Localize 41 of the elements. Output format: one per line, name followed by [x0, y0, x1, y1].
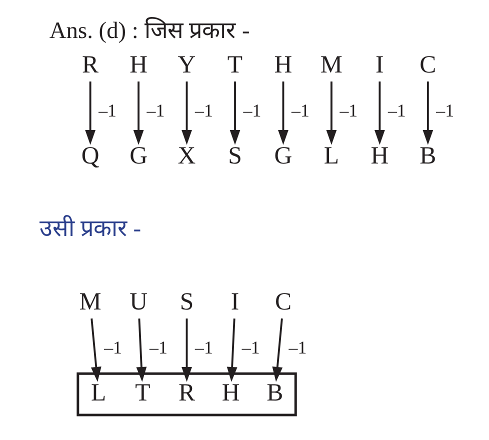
node-text: C	[274, 288, 292, 316]
edge-label: –1	[339, 100, 358, 121]
node-text: Q	[80, 142, 99, 170]
edge-label: –1	[146, 100, 164, 121]
node-text: H	[221, 379, 240, 406]
node-text: H	[129, 51, 148, 78]
node-text: H	[370, 142, 388, 170]
edge-label: –1	[242, 100, 261, 121]
node-text: S	[179, 288, 194, 316]
edge-label: –1	[194, 100, 212, 121]
edge-label: –1	[241, 338, 260, 358]
edge-label: –1	[436, 100, 454, 121]
node-text: S	[228, 142, 242, 170]
edge-label: –1	[291, 100, 309, 121]
node-text: C	[419, 51, 436, 78]
node-text: R	[178, 379, 195, 406]
edge-label: –1	[149, 338, 167, 358]
node-text: I	[230, 288, 239, 316]
node-text: I	[375, 51, 384, 78]
node-text: X	[177, 142, 196, 170]
node-text: T	[134, 379, 150, 406]
node-text: Y	[177, 51, 196, 78]
node-text: L	[90, 379, 106, 406]
node-text: U	[129, 288, 148, 316]
label: उसी प्रकार -	[39, 216, 141, 242]
edge-label: –1	[98, 100, 116, 121]
edge-label: –1	[288, 338, 306, 358]
node-text: B	[419, 142, 436, 170]
node-text: R	[82, 51, 98, 78]
node-text: H	[274, 51, 292, 78]
edge-label: –1	[194, 338, 212, 358]
node-text: B	[266, 379, 283, 406]
edge-label: –1	[387, 100, 406, 121]
node-text: M	[320, 51, 342, 78]
node-text: M	[78, 288, 101, 316]
node-text: T	[226, 51, 242, 78]
node-text: G	[274, 142, 292, 170]
node-text: L	[323, 142, 339, 170]
diagram-title: Ans. (d) : जिस प्रकार -	[48, 18, 250, 44]
node-text: G	[129, 142, 148, 170]
edge-label: –1	[104, 338, 122, 358]
